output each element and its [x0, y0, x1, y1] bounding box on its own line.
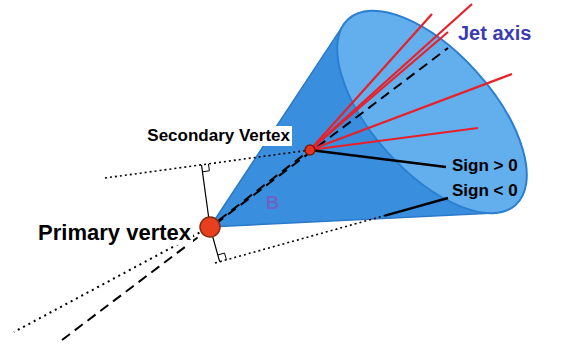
track-extension — [105, 150, 310, 178]
right-angle-mark — [202, 164, 209, 172]
vertex-dot: Primary vertex — [199, 216, 221, 238]
jet-axis-line — [62, 48, 448, 340]
track — [310, 150, 446, 167]
sign-label: Sign < 0 — [452, 181, 518, 201]
vertex-label: Primary vertex — [36, 220, 193, 245]
vertex-circle — [199, 216, 221, 238]
sign-label: Sign > 0 — [452, 156, 518, 176]
vertex-fill — [305, 145, 315, 155]
vertex-circle — [304, 144, 316, 156]
vertex-label: Secondary Vertex — [145, 126, 292, 146]
cone-opening — [304, 0, 560, 245]
vertex-fill — [200, 217, 220, 237]
axis-label: Jet axis — [458, 22, 531, 45]
track — [385, 198, 448, 216]
vertex-dot: Secondary Vertex — [304, 144, 316, 156]
right-angle-mark — [218, 253, 227, 260]
particle-label: B — [266, 193, 279, 214]
track — [310, 74, 512, 150]
track — [310, 4, 472, 150]
track — [310, 128, 478, 150]
flight-path — [219, 154, 306, 221]
track — [310, 14, 432, 150]
track-extension — [215, 216, 385, 263]
track — [310, 32, 448, 150]
